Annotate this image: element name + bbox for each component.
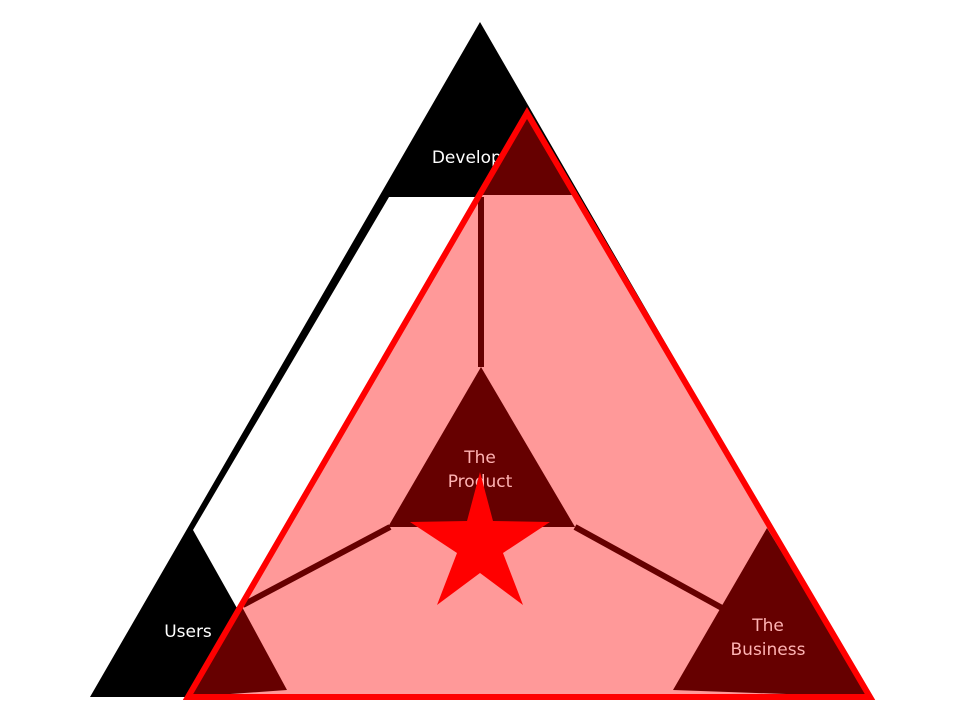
overlay-center-region <box>388 367 575 527</box>
spoke-left <box>241 524 392 608</box>
overlay-triangle <box>182 107 876 700</box>
product-label-line1: The <box>463 448 496 468</box>
star-marker <box>410 472 550 605</box>
overlay-corner-top <box>481 113 575 195</box>
overlay-corner-bottom-left <box>188 605 287 697</box>
overlay-corner-bottom-right <box>673 528 870 697</box>
users-label: Users <box>164 622 212 642</box>
overlay-triangle-stroke <box>182 107 876 700</box>
business-label-line2: Business <box>731 640 806 660</box>
spoke-right <box>573 524 724 611</box>
overlay-triangle-fill <box>188 113 870 697</box>
business-label-line1: The <box>751 616 784 636</box>
